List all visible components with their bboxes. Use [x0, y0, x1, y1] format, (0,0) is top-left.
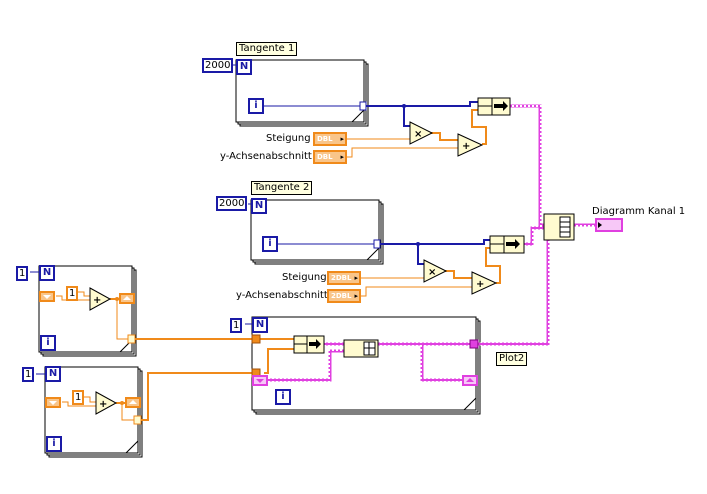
- count-terminal: N: [251, 198, 267, 214]
- arrow-right-icon: ▸: [340, 153, 344, 161]
- achsen2-label: y-Achsenabschnitt: [236, 290, 328, 301]
- add-node-2[interactable]: +: [471, 271, 498, 295]
- index-tunnel: [359, 101, 367, 111]
- bundle-node-3[interactable]: [293, 335, 325, 354]
- steigung2-control[interactable]: 2DBL▸: [327, 271, 361, 285]
- dbl-type: DBL: [317, 135, 333, 143]
- steigung1-control[interactable]: DBL ▸: [313, 132, 347, 146]
- increment-constant-1[interactable]: 1: [66, 286, 79, 301]
- arrow-right-icon: ▸: [340, 135, 344, 143]
- cluster-wires: [266, 104, 596, 382]
- multiply-node-2[interactable]: ×: [423, 259, 448, 283]
- increment-node-2[interactable]: +: [95, 391, 118, 415]
- for-loop-tangente1[interactable]: [235, 59, 369, 127]
- arrow-right-icon: ▸: [354, 292, 358, 300]
- iteration-terminal: i: [275, 389, 291, 405]
- count-terminal: N: [252, 317, 268, 333]
- plot2loop-count-constant[interactable]: 1: [230, 318, 243, 333]
- dbl-wires: [56, 109, 501, 421]
- count-terminal: N: [39, 265, 55, 281]
- shift-register-left-2[interactable]: [45, 397, 61, 408]
- add-node-1[interactable]: +: [457, 133, 484, 157]
- svg-text:+: +: [93, 295, 101, 306]
- achsen2-control[interactable]: 2DBL▸: [327, 289, 361, 303]
- index-tunnel: [133, 415, 142, 425]
- count-terminal: N: [45, 366, 61, 382]
- iteration-terminal: i: [40, 335, 56, 351]
- steigung1-label: Steigung: [266, 133, 311, 144]
- bundle-node-1[interactable]: [477, 97, 511, 116]
- plot2-label: Plot2: [496, 352, 528, 366]
- for-loop-counter1[interactable]: [38, 265, 137, 357]
- counter2-count-constant[interactable]: 1: [22, 367, 35, 382]
- build-array-node-2[interactable]: [343, 339, 379, 358]
- input-tunnel: [251, 334, 261, 344]
- shift-register-right-1[interactable]: [119, 293, 135, 304]
- arrow-right-icon: ▸: [354, 274, 358, 282]
- count-terminal: N: [236, 59, 252, 75]
- wire-junction: [402, 104, 406, 108]
- svg-text:+: +: [99, 399, 107, 410]
- waveform-graph-indicator[interactable]: [595, 218, 623, 232]
- bundle-node-2[interactable]: [489, 235, 525, 254]
- achsen1-label: y-Achsenabschnitt: [220, 151, 312, 162]
- iteration-terminal: i: [248, 98, 264, 114]
- graph-label: Diagramm Kanal 1: [592, 206, 686, 217]
- wire-junction: [416, 242, 420, 246]
- iteration-terminal: i: [262, 236, 278, 252]
- dbl-type: DBL: [317, 153, 333, 161]
- svg-text:+: +: [462, 141, 470, 152]
- tangente2-label: Tangente 2: [251, 181, 313, 195]
- shift-register-right-plot2[interactable]: [462, 375, 478, 386]
- increment-node-1[interactable]: +: [89, 287, 112, 311]
- build-array-node-1[interactable]: [543, 213, 575, 241]
- int-wires: [30, 64, 490, 375]
- svg-text:×: ×: [414, 129, 422, 140]
- tangente1-label: Tangente 1: [236, 42, 298, 56]
- steigung2-label: Steigung: [282, 272, 327, 283]
- achsen1-control[interactable]: DBL ▸: [313, 150, 347, 164]
- shift-register-left-plot2[interactable]: [252, 375, 268, 386]
- dbl-type: 2DBL: [331, 292, 352, 300]
- iteration-terminal: i: [46, 436, 62, 452]
- index-tunnel: [373, 239, 381, 249]
- tangente1-count-constant[interactable]: 2000: [202, 58, 234, 73]
- for-loop-plot2[interactable]: [251, 316, 481, 415]
- dbl-type: 2DBL: [331, 274, 352, 282]
- svg-text:+: +: [476, 279, 484, 290]
- index-tunnel: [127, 334, 136, 344]
- svg-text:×: ×: [428, 267, 436, 278]
- counter1-count-constant[interactable]: 1: [16, 266, 29, 281]
- tangente2-count-constant[interactable]: 2000: [216, 196, 248, 211]
- for-loop-counter2[interactable]: [44, 366, 143, 458]
- shift-register-right-2[interactable]: [125, 397, 141, 408]
- shift-register-left-1[interactable]: [39, 291, 55, 302]
- increment-constant-2[interactable]: 1: [72, 390, 85, 405]
- output-tunnel: [469, 339, 479, 349]
- multiply-node-1[interactable]: ×: [409, 121, 434, 145]
- for-loop-tangente2[interactable]: [250, 199, 384, 265]
